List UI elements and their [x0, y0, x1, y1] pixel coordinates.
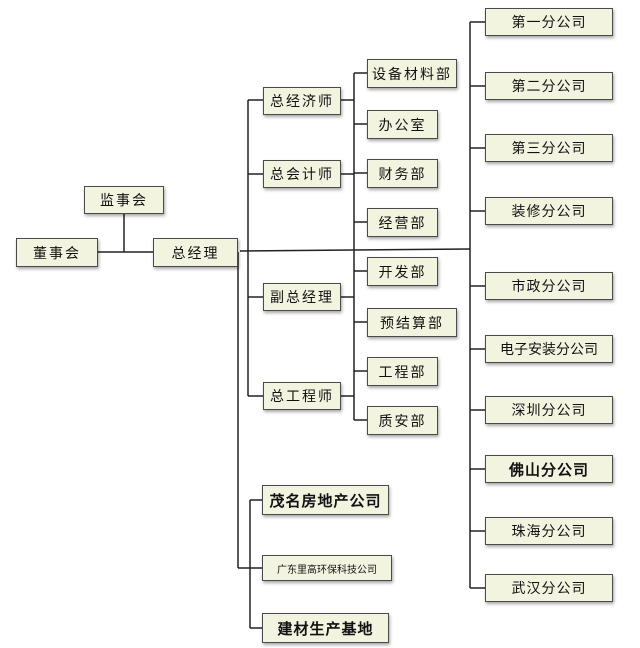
branch-box: 第一分公司 — [485, 8, 613, 36]
branch-box: 市政分公司 — [485, 272, 613, 300]
branch-box: 装修分公司 — [485, 197, 613, 225]
deputy-general-manager-box: 副总经理 — [263, 283, 341, 311]
department-box: 办公室 — [367, 110, 438, 139]
general-manager-box: 总经理 — [153, 238, 238, 267]
affiliate-box-environmental: 广东里高环保科技公司 — [262, 555, 392, 581]
department-box: 开发部 — [367, 257, 438, 286]
department-box: 财务部 — [367, 159, 438, 188]
department-box: 经营部 — [367, 208, 438, 237]
chief-accountant-box: 总会计师 — [263, 160, 341, 188]
department-box: 工程部 — [367, 357, 438, 386]
branch-box: 佛山分公司 — [485, 455, 613, 483]
branch-box: 深圳分公司 — [485, 396, 613, 424]
board-of-directors-box: 董事会 — [16, 238, 98, 267]
affiliate-box-real-estate: 茂名房地产公司 — [262, 485, 389, 515]
branch-box: 珠海分公司 — [485, 517, 613, 545]
branch-box: 武汉分公司 — [485, 574, 613, 602]
chief-economist-box: 总经济师 — [263, 87, 341, 115]
branch-box: 第二分公司 — [485, 72, 613, 100]
affiliate-box-materials-base: 建材生产基地 — [262, 613, 389, 643]
chief-engineer-box: 总工程师 — [263, 382, 341, 410]
department-box: 质安部 — [367, 406, 438, 435]
branch-box: 第三分公司 — [485, 134, 613, 162]
supervisory-board-box: 监事会 — [84, 186, 164, 214]
department-box: 预结算部 — [367, 308, 457, 337]
branch-box: 电子安装分公司 — [485, 335, 613, 363]
department-box: 设备材料部 — [367, 59, 457, 88]
